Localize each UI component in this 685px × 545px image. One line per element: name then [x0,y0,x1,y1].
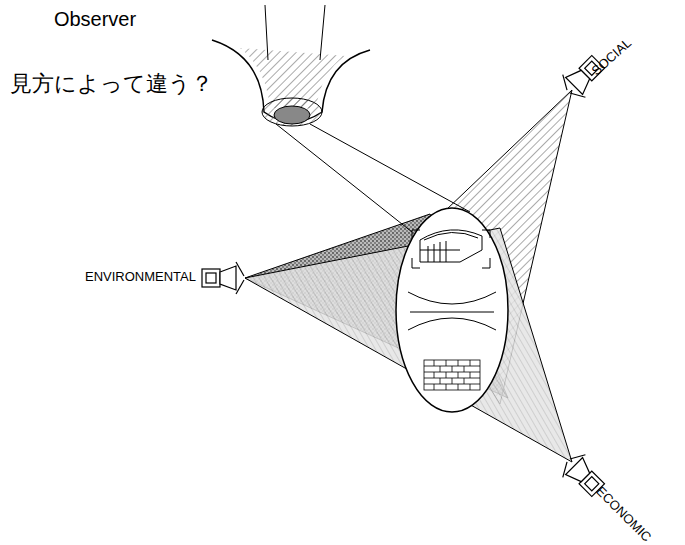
sight-line [310,124,470,212]
bridge-icon [408,292,496,330]
question-note: 見方によって違う？ [10,72,213,96]
camera-label: SOCIAL [589,36,634,79]
camera-label: ENVIRONMENTAL [85,270,196,284]
object-ellipse [396,208,508,412]
brick-wall-icon [424,360,480,390]
observer-eye [212,5,370,126]
camera-label: ECONOMIC [593,484,654,545]
building-icon [412,230,490,268]
camera-icon [202,262,244,294]
sight-line [276,124,412,232]
observer-title: Observer [54,8,136,30]
